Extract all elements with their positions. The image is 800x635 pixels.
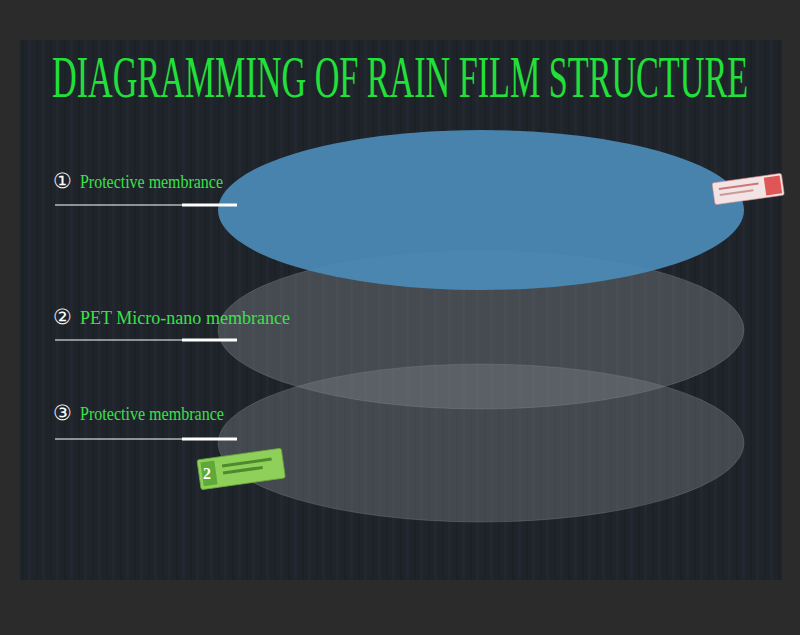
diagram-title: DIAGRAMMING OF RAIN FILM STRUCTURE bbox=[52, 47, 748, 107]
pink-tab bbox=[712, 173, 784, 205]
dark-panel bbox=[20, 40, 782, 580]
callout-number: ② bbox=[53, 307, 72, 328]
tab-number: 2 bbox=[203, 466, 211, 482]
part-label: Protective membrance bbox=[80, 173, 223, 191]
part-label: Protective membrance bbox=[80, 405, 224, 423]
callout-number: ③ bbox=[53, 403, 72, 424]
top-membrane bbox=[218, 130, 744, 290]
part-label: PET Micro-nano membrance bbox=[80, 309, 290, 327]
callout-number: ① bbox=[53, 171, 72, 192]
green-tab bbox=[197, 448, 285, 490]
